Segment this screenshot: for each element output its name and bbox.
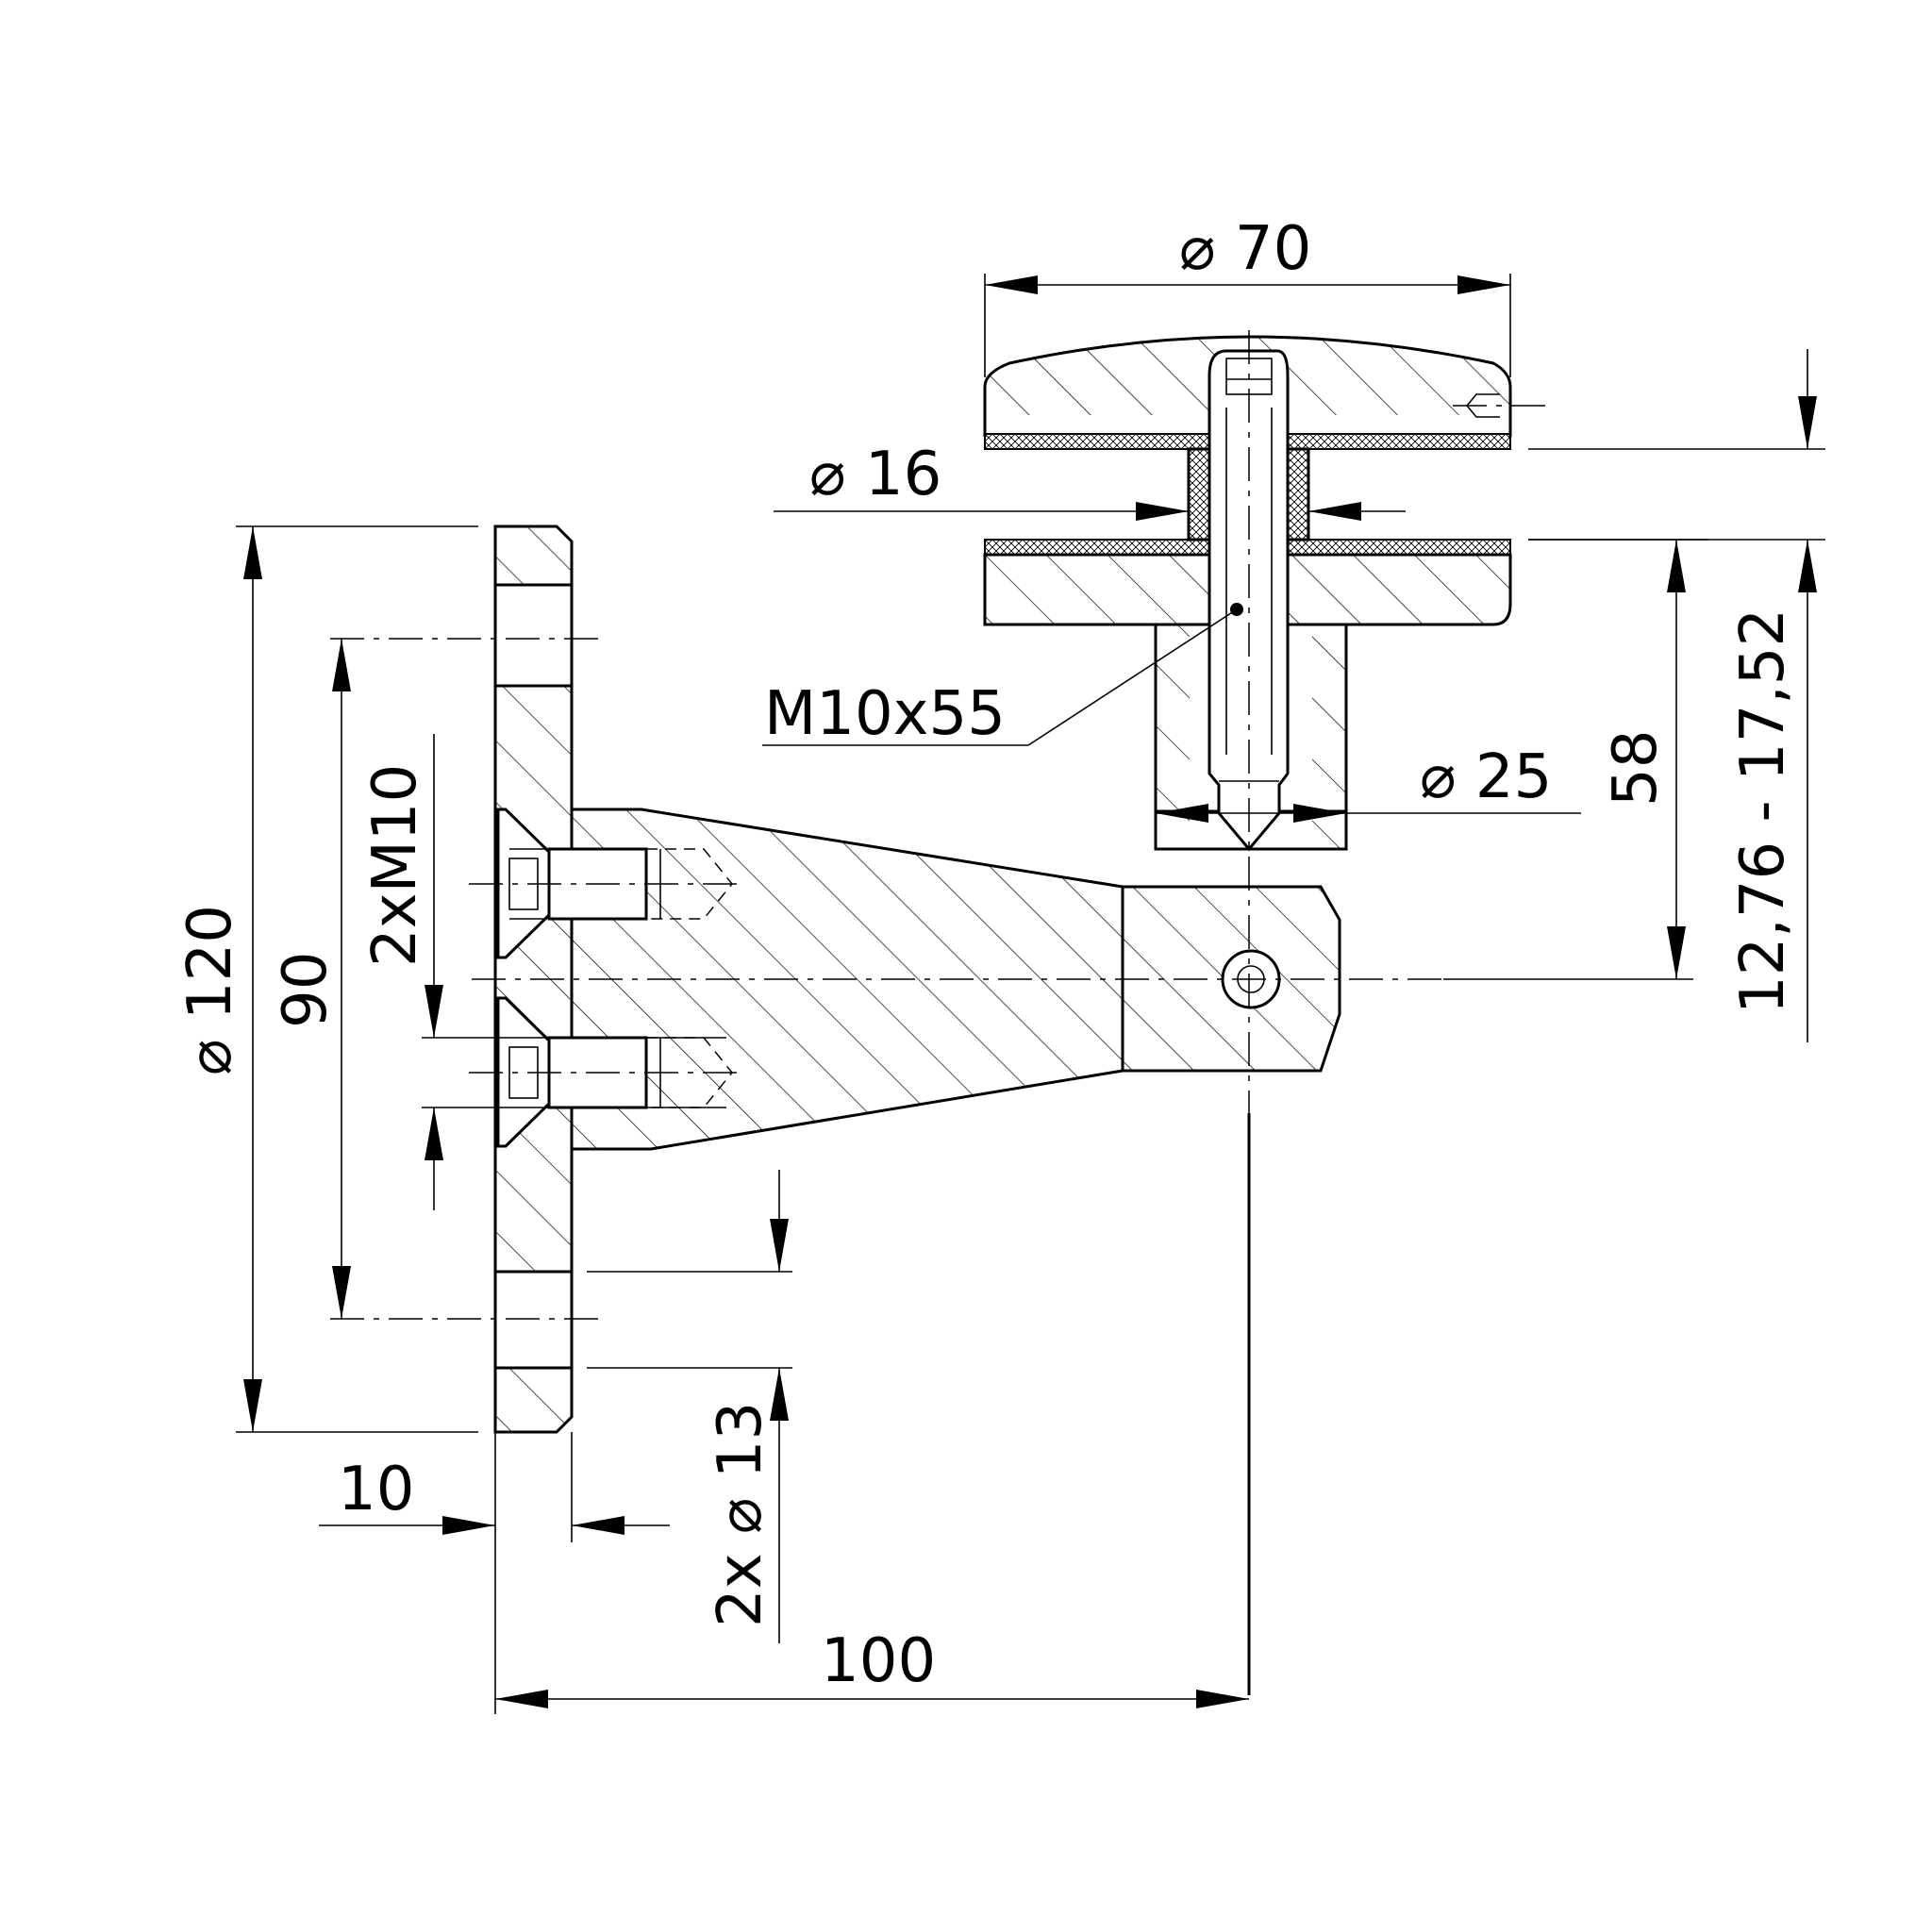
label-bolt: M10x55 <box>764 679 1006 749</box>
center-lines <box>330 330 1443 1695</box>
dim-90: 90 <box>271 639 351 1319</box>
dim-hole-2x13: 2x ⌀ 13 <box>587 1170 792 1643</box>
dim-glass-thickness: 12,76 - 17,52 <box>1528 349 1825 1042</box>
label-2xm10: 2xM10 <box>360 764 430 967</box>
label-hole-2x13: 2x ⌀ 13 <box>706 1402 775 1627</box>
bolt <box>1208 349 1290 852</box>
dim-dia25: ⌀ 25 <box>1156 742 1581 823</box>
label-58: 58 <box>1601 730 1671 807</box>
label-dia70: ⌀ 70 <box>1179 214 1311 284</box>
label-100: 100 <box>821 1626 936 1696</box>
dim-10: 10 <box>319 1432 670 1547</box>
dim-bolt-leader: M10x55 <box>762 603 1243 749</box>
dim-100: 100 <box>494 1547 1249 1714</box>
dim-dia120: ⌀ 120 <box>175 525 478 1433</box>
label-dia120: ⌀ 120 <box>175 905 245 1075</box>
label-90: 90 <box>271 952 341 1028</box>
label-glass-range: 12,76 - 17,52 <box>1728 608 1798 1014</box>
dim-dia70: ⌀ 70 <box>984 214 1511 377</box>
label-dia25: ⌀ 25 <box>1420 742 1552 812</box>
dim-2xm10: 2xM10 <box>360 734 726 1210</box>
dim-dia16: ⌀ 16 <box>774 440 1406 521</box>
label-10: 10 <box>338 1455 414 1524</box>
label-dia16: ⌀ 16 <box>809 440 941 509</box>
